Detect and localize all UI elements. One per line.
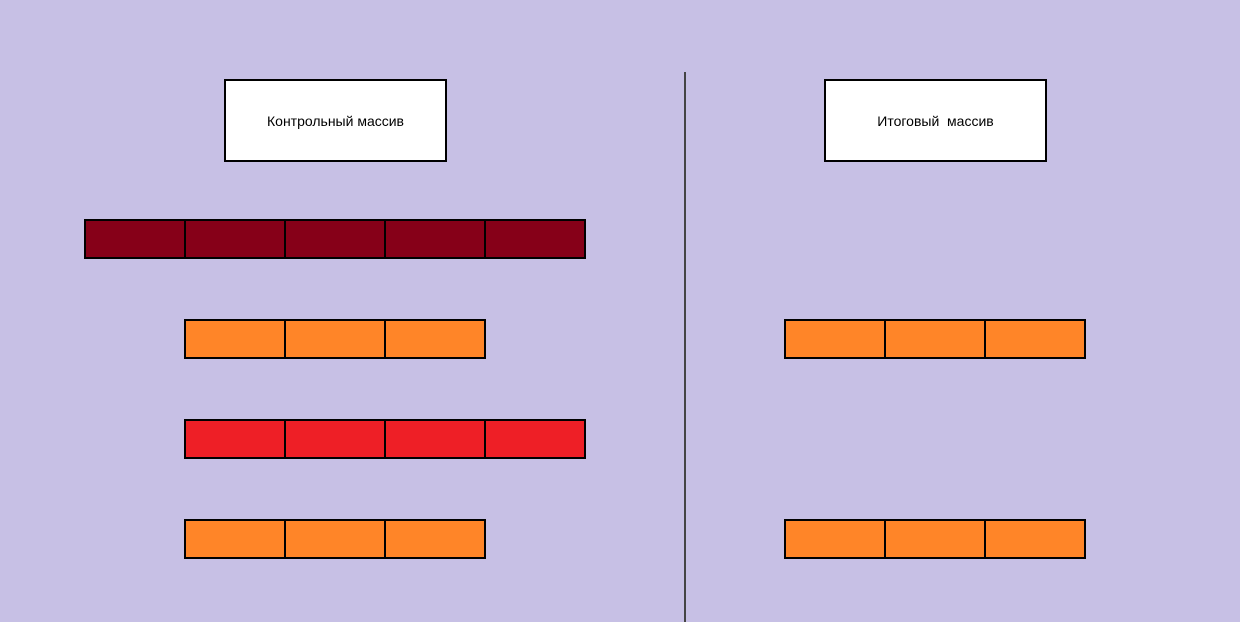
panel-divider [684, 72, 686, 622]
control-array-row-2-cell [384, 319, 486, 359]
result-array-label: Итоговый массив [824, 79, 1047, 162]
control-array-row-3-cell [384, 419, 484, 459]
control-array-row-2-cell [284, 319, 384, 359]
control-array-row-1-cell [284, 219, 384, 259]
control-array-row-1-cell [84, 219, 184, 259]
control-array-row-4-cell [284, 519, 384, 559]
result-array-row-2-cell [784, 519, 884, 559]
control-array-label: Контрольный массив [224, 79, 447, 162]
control-array-row-3 [184, 419, 586, 459]
result-array-row-2-cell [984, 519, 1086, 559]
control-array-row-4-cell [384, 519, 486, 559]
control-array-row-4-cell [184, 519, 284, 559]
control-array-row-3-cell [284, 419, 384, 459]
result-array-row-2 [784, 519, 1086, 559]
result-array-row-1 [784, 319, 1086, 359]
control-array-row-1-cell [384, 219, 484, 259]
control-array-row-2-cell [184, 319, 284, 359]
control-array-row-2 [184, 319, 486, 359]
control-array-row-3-cell [484, 419, 586, 459]
control-array-row-3-cell [184, 419, 284, 459]
result-array-row-1-cell [884, 319, 984, 359]
result-array-row-1-cell [984, 319, 1086, 359]
control-array-row-4 [184, 519, 486, 559]
result-array-row-1-cell [784, 319, 884, 359]
control-array-row-1 [84, 219, 586, 259]
control-array-row-1-cell [484, 219, 586, 259]
result-array-row-2-cell [884, 519, 984, 559]
control-array-row-1-cell [184, 219, 284, 259]
